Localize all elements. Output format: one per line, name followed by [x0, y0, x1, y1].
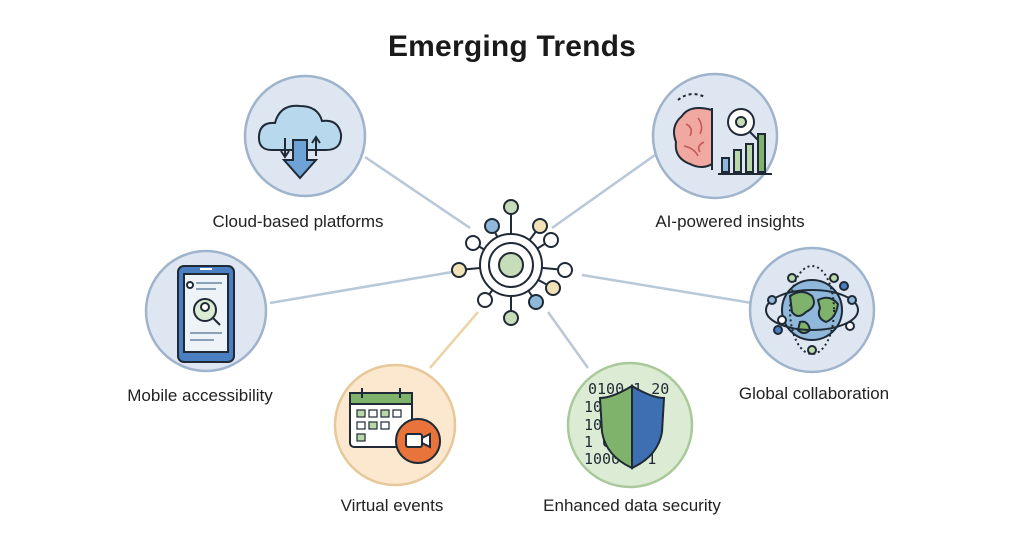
connector-virtual — [429, 311, 479, 369]
network-hub-icon — [451, 199, 573, 326]
label-virtual-events: Virtual events — [340, 496, 444, 515]
node-cloud-platforms — [243, 74, 367, 198]
connector-mobile — [269, 270, 453, 305]
label-global-collaboration: Global collaboration — [738, 384, 890, 403]
mobile-profile-icon — [177, 265, 235, 363]
connector-cloud — [364, 155, 471, 230]
brain-analytics-icon — [673, 93, 772, 175]
page-title: Emerging Trends — [387, 30, 637, 63]
label-ai-insights: AI-powered insights — [655, 212, 805, 231]
connector-ai — [551, 153, 656, 230]
label-cloud-platforms: Cloud-based platforms — [212, 212, 384, 231]
connector-global — [581, 273, 753, 305]
label-mobile-accessibility: Mobile accessibility — [127, 386, 273, 405]
shield-icon — [598, 384, 666, 470]
calendar-video-icon — [349, 388, 441, 464]
connectors — [269, 153, 753, 369]
node-global-collaboration — [748, 246, 876, 374]
node-ai-insights — [651, 72, 779, 200]
node-mobile-accessibility — [144, 249, 268, 373]
globe-network-icon — [765, 265, 859, 355]
connector-security — [546, 311, 590, 369]
label-data-security: Enhanced data security — [543, 496, 721, 515]
node-virtual-events — [333, 363, 457, 487]
cloud-download-icon — [257, 104, 343, 180]
node-data-security: 0100 1 20 1001 10 10 10 10 1 0 20 1000 2… — [566, 361, 694, 489]
